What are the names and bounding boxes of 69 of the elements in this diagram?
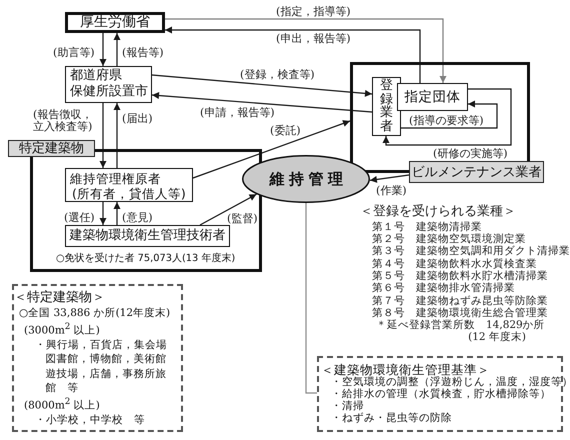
list-text: (3000m$^{2}$ 以上): [24, 321, 100, 338]
arrow: [370, 174, 410, 183]
list-item: 第７号 建築物ねずみ昆虫等防除業: [372, 294, 548, 307]
list-item: 第３号 建築物空気調和用ダクト清掃業: [372, 245, 570, 258]
entity-box: 厚生労働省: [65, 12, 165, 33]
edge-label: (選任): [64, 210, 95, 224]
edge-label: (助言等): [53, 46, 95, 58]
arrow: [100, 33, 106, 66]
note-text: (12 年度末): [468, 331, 526, 344]
box-text: 都道府県: [70, 68, 122, 84]
arrow: [165, 18, 446, 83]
entity-box: 指定団体: [397, 83, 468, 111]
arrow: [401, 100, 498, 129]
arrow: [114, 33, 120, 66]
edge-label: (報告徴収，立入検査等): [33, 109, 94, 133]
list-item: 第６号 建築物排水管清掃業: [372, 282, 515, 295]
arrow: [165, 26, 421, 83]
list-item: ・清掃: [331, 400, 364, 412]
edge-label: (指定，指導等): [276, 5, 351, 18]
edge-label: (届出): [122, 112, 153, 124]
edge-label: (監督): [227, 212, 258, 224]
edge-label: (委託): [270, 124, 301, 137]
edge-label: (研修の実施等): [433, 147, 508, 160]
entity-box: 登録業者: [372, 77, 401, 136]
label-tab: ビルメンテナンス業者: [409, 161, 544, 183]
edge-label: (指導の要求等): [409, 114, 484, 126]
list-item: 第５号 建築物飲料水貯水槽清掃業: [372, 270, 548, 282]
edge-label: (申請，報告等): [200, 106, 275, 118]
note-text: ○免状を受けた者 75,073人(13 年度末): [56, 252, 236, 265]
list-heading: ＜建築物環境衛生管理基準＞: [321, 364, 490, 376]
list-item: ・小学校，中学校 等: [35, 413, 146, 428]
arrow: [152, 92, 372, 113]
list-item: 第４号 建築物飲料水水質検査業: [372, 258, 537, 270]
list-text: (8000m$^{2}$ 以上): [24, 396, 100, 414]
arrow: [100, 202, 106, 225]
connector-line: [305, 203, 317, 394]
list-text: ○全国 33,886 か所(12年度末): [19, 306, 170, 320]
arrow: [100, 103, 106, 168]
list-item: 第１号 建築物清掃業: [372, 220, 482, 233]
list-item: 第２号 建築物空気環境測定業: [372, 233, 526, 245]
arrow: [192, 120, 350, 179]
arrow: [200, 194, 257, 226]
arrow: [382, 88, 512, 146]
list-item: ・興行場，百貨店，集会場図書館，博物館，美術館遊技場，店舗，事務所旅館 等: [35, 338, 167, 396]
dashed-note-box: [12, 284, 183, 432]
entity-box: [65, 168, 193, 202]
list-item: ・空気環境の調整（浮遊粉じん，温度，湿度等）: [331, 376, 570, 388]
edge-label: (意見): [122, 210, 153, 224]
edge-label: (報告等): [122, 46, 164, 58]
note-text: ＊延べ登録営業所数 14,829か所: [376, 319, 545, 332]
entity-box: 建築物環境衛生管理技術者: [65, 225, 230, 247]
list-item: 第８号 建築物環境衛生総合管理業: [372, 306, 548, 319]
edge-label: (申出，報告等): [276, 32, 351, 44]
edge-label: (登録，検査等): [240, 68, 315, 81]
box-text: 維持管理権原者: [70, 171, 161, 186]
process-ellipse: 維持管理: [242, 155, 370, 203]
list-item: ・ねずみ・昆虫等の防除: [331, 412, 452, 424]
list-heading: ＜特定建築物＞: [14, 290, 105, 306]
label-tab: 特定建築物: [8, 140, 95, 157]
edge-label: (作業): [376, 184, 407, 196]
list-heading: ＜登録を受けられる業種＞: [360, 204, 516, 220]
box-text: (所有者，貸借人等): [72, 186, 186, 201]
arrow: [114, 202, 120, 225]
entity-box: [65, 66, 152, 103]
list-item: ・給排水の管理（水質検査，貯水槽掃除等）: [331, 388, 551, 400]
dashed-note-box: [317, 356, 563, 432]
arrow: [152, 74, 372, 97]
arrow: [114, 103, 120, 168]
box-text: 保健所設置市: [70, 84, 148, 100]
